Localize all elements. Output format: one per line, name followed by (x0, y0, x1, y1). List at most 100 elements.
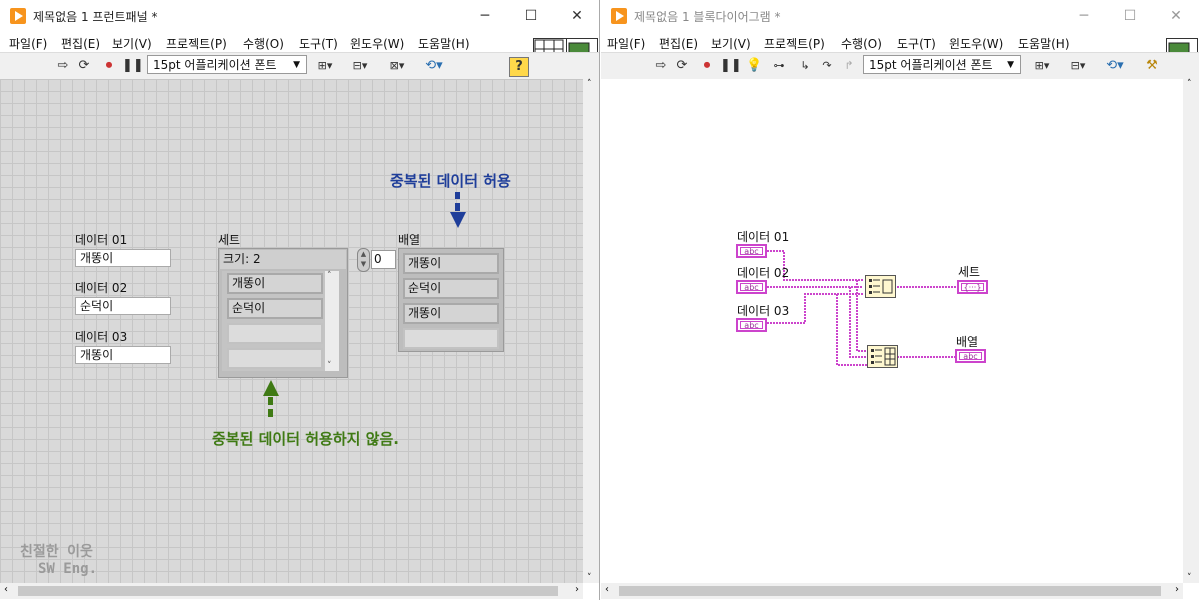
step-over-icon[interactable]: ↷ (822, 59, 832, 72)
chevron-down-icon: ▼ (1007, 60, 1014, 70)
bd-set-terminal[interactable]: {···} (957, 280, 988, 294)
wire-data03[interactable] (767, 293, 863, 324)
distribute-objects-icon[interactable]: ⊟▾ (1070, 59, 1086, 72)
scroll-thumb[interactable] (18, 586, 558, 596)
bd-array-label: 배열 (956, 335, 979, 349)
data02-string-control[interactable]: 순덕이 (75, 297, 171, 315)
array-index-spinner[interactable]: ▲▼ (357, 248, 370, 272)
scroll-down-icon[interactable]: ˅ (327, 361, 332, 371)
scroll-right-icon[interactable]: › (575, 584, 579, 595)
step-out-icon[interactable]: ↱ (844, 59, 854, 72)
set-terminal-glyph: {···} (961, 283, 984, 292)
labview-logo-icon (611, 8, 627, 24)
menu-window[interactable]: 윈도우(W) (949, 37, 1004, 51)
scroll-left-icon[interactable]: ‹ (4, 584, 8, 595)
set-scrollbar[interactable]: ˄ ˅ (325, 271, 339, 371)
run-arrow-icon[interactable]: ⇨ (57, 58, 69, 73)
horizontal-scrollbar[interactable]: ‹ › (601, 583, 1183, 599)
menu-view[interactable]: 보기(V) (112, 37, 152, 51)
bd-data02-label: 데이터 02 (737, 266, 790, 280)
font-select-value: 15pt 어플리케이션 폰트 (153, 58, 277, 72)
horizontal-scrollbar[interactable]: ‹ › (0, 583, 583, 599)
bd-data02-terminal[interactable]: abc (736, 280, 767, 294)
data02-label: 데이터 02 (75, 281, 128, 295)
reorder-icon[interactable]: ⟲▾ (425, 58, 443, 73)
data03-string-control[interactable]: 개똥이 (75, 346, 171, 364)
align-objects-icon[interactable]: ⊞▾ (1034, 59, 1050, 72)
array-element: 개똥이 (403, 303, 499, 324)
wire-data01[interactable] (767, 250, 863, 281)
menu-window[interactable]: 윈도우(W) (350, 37, 405, 51)
wire-layer (767, 250, 957, 366)
minimize-button[interactable]: ─ (1079, 8, 1089, 24)
wire-branch[interactable] (856, 280, 867, 352)
menu-view[interactable]: 보기(V) (711, 37, 751, 51)
clean-up-diagram-icon[interactable]: ⚒ (1146, 58, 1158, 73)
step-into-icon[interactable]: ↳ (800, 59, 810, 72)
data01-label: 데이터 01 (75, 233, 128, 247)
run-continuously-icon[interactable]: ⟳ (78, 58, 90, 73)
bd-data03-terminal[interactable]: abc (736, 318, 767, 332)
array-element-empty (403, 328, 499, 349)
pause-icon[interactable]: ❚❚ (122, 58, 144, 73)
vertical-scrollbar[interactable]: ˄ ˅ (583, 79, 599, 583)
maximize-button[interactable]: ☐ (524, 8, 538, 24)
menu-tools[interactable]: 도구(T) (897, 37, 936, 51)
close-button[interactable]: ✕ (571, 8, 583, 24)
data01-string-control[interactable]: 개똥이 (75, 249, 171, 267)
retain-wire-values-icon[interactable]: ⊶ (773, 59, 785, 72)
menu-operate[interactable]: 수행(O) (841, 37, 882, 51)
resize-objects-icon[interactable]: ⊠▾ (389, 59, 405, 72)
title-bar[interactable]: 제목없음 1 블록다이어그램 * ─ ☐ ✕ (601, 0, 1199, 32)
scroll-right-icon[interactable]: › (1175, 584, 1179, 595)
scroll-up-icon[interactable]: ˄ (1187, 79, 1192, 89)
build-array-node[interactable] (867, 345, 898, 368)
menu-help[interactable]: 도움말(H) (418, 37, 470, 51)
menu-edit[interactable]: 편집(E) (61, 37, 101, 51)
highlight-execution-icon[interactable]: 💡 (746, 58, 763, 73)
vertical-scrollbar[interactable]: ˄ ˅ (1183, 79, 1199, 583)
scroll-up-icon[interactable]: ˄ (587, 79, 592, 89)
wire-branch[interactable] (849, 287, 867, 358)
reorder-icon[interactable]: ⟲▾ (1106, 58, 1124, 73)
menu-project[interactable]: 프로젝트(P) (764, 37, 825, 51)
menu-help[interactable]: 도움말(H) (1018, 37, 1070, 51)
arrow-up-green-icon (263, 380, 279, 417)
wire-branch[interactable] (836, 294, 867, 366)
set-element: 순덕이 (227, 298, 323, 319)
scroll-down-icon[interactable]: ˅ (587, 573, 592, 583)
array-index-display[interactable]: 0 (371, 250, 396, 269)
scroll-left-icon[interactable]: ‹ (605, 584, 609, 595)
maximize-button[interactable]: ☐ (1123, 8, 1137, 24)
abort-icon[interactable]: ⏺ (105, 58, 113, 73)
distribute-objects-icon[interactable]: ⊟▾ (352, 59, 368, 72)
close-button[interactable]: ✕ (1170, 8, 1182, 24)
menu-tools[interactable]: 도구(T) (299, 37, 338, 51)
font-select[interactable]: 15pt 어플리케이션 폰트 ▼ (863, 55, 1021, 74)
menu-file[interactable]: 파일(F) (607, 37, 646, 51)
menu-operate[interactable]: 수행(O) (243, 37, 284, 51)
set-size-display: 크기: 2 (220, 250, 346, 269)
array-label: 배열 (398, 233, 421, 247)
run-continuously-icon[interactable]: ⟳ (676, 58, 688, 73)
build-array-icon (871, 347, 896, 366)
align-objects-icon[interactable]: ⊞▾ (317, 59, 333, 72)
minimize-button[interactable]: ─ (480, 8, 490, 24)
scroll-down-icon[interactable]: ˅ (1187, 573, 1192, 583)
scroll-up-icon[interactable]: ˄ (327, 271, 332, 281)
font-select[interactable]: 15pt 어플리케이션 폰트 ▼ (147, 55, 307, 74)
string-terminal-glyph: abc (740, 283, 763, 292)
run-arrow-icon[interactable]: ⇨ (655, 58, 667, 73)
bd-data01-terminal[interactable]: abc (736, 244, 767, 258)
abort-icon[interactable]: ⏺ (703, 58, 711, 73)
menu-file[interactable]: 파일(F) (9, 37, 48, 51)
bd-array-terminal[interactable]: abc (955, 349, 986, 363)
scroll-thumb[interactable] (619, 586, 1161, 596)
block-diagram-canvas[interactable] (601, 79, 1183, 583)
menu-edit[interactable]: 편집(E) (659, 37, 699, 51)
context-help-icon[interactable]: ? (509, 57, 529, 77)
build-set-node[interactable] (865, 275, 896, 298)
menu-project[interactable]: 프로젝트(P) (166, 37, 227, 51)
set-label: 세트 (218, 233, 241, 247)
title-bar[interactable]: 제목없음 1 프런트패널 * ─ ☐ ✕ (0, 0, 599, 32)
